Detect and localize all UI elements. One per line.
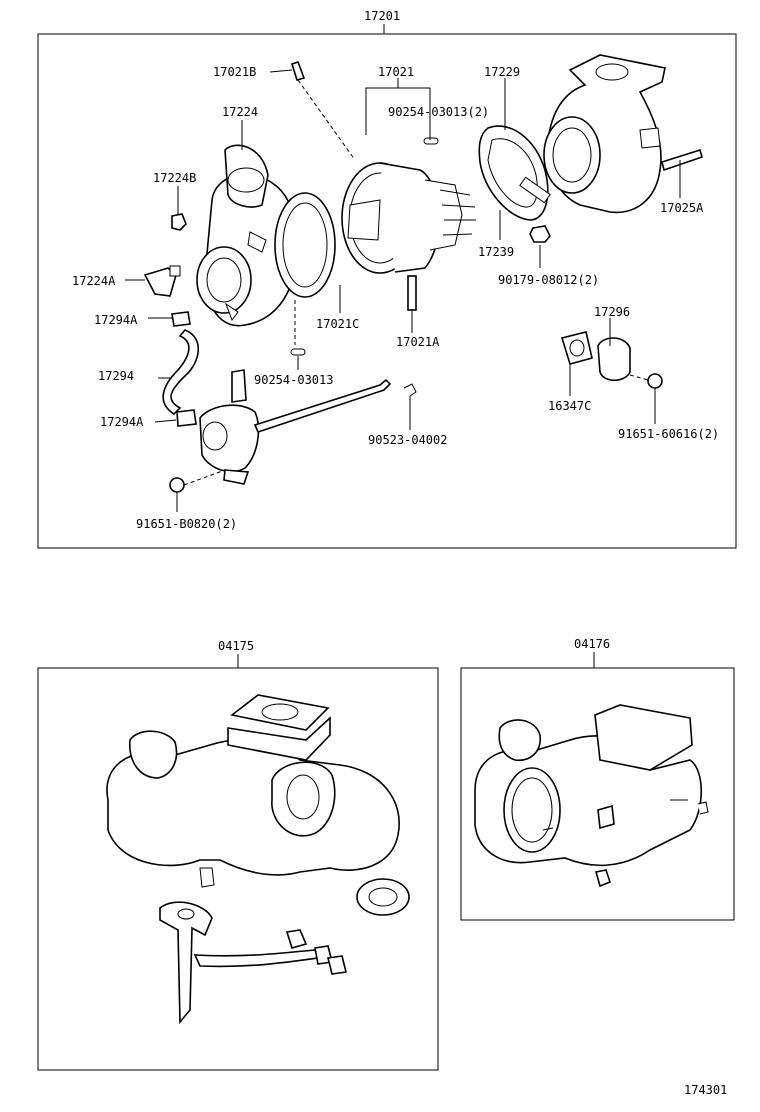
- subassembly-04175-frame: [37, 667, 439, 1071]
- stud-17021b: [291, 60, 306, 81]
- plug-17224b: [171, 213, 187, 231]
- callout-17021a: 17021A: [396, 335, 440, 349]
- callout-17224b: 17224B: [153, 171, 196, 185]
- callout-17021: 17021: [378, 65, 414, 79]
- callout-17239: 17239: [478, 245, 514, 259]
- callout-91651-60616: 91651-60616(2): [618, 427, 719, 441]
- backplate-gasket: [274, 192, 336, 298]
- callout-17294a-bottom: 17294A: [100, 415, 144, 429]
- nut-91651-60616: [647, 373, 663, 389]
- turbine-housing: [543, 54, 666, 214]
- callout-17229: 17229: [484, 65, 520, 79]
- callout-17296: 17296: [594, 305, 630, 319]
- gasket-16347c: [560, 331, 593, 365]
- subassembly-04176-drawing: [474, 704, 709, 888]
- pin-90254-lower: [290, 348, 306, 356]
- clip-90523: [403, 383, 417, 397]
- callout-90254-03013-2: 90254-03013(2): [388, 105, 489, 119]
- callout-17294a-top: 17294A: [94, 313, 138, 327]
- nut-91651-b0820: [169, 477, 185, 493]
- callout-17025a: 17025A: [660, 201, 704, 215]
- callout-90179-08012: 90179-08012(2): [498, 273, 599, 287]
- subassembly-04175-drawing: [106, 694, 410, 1025]
- callout-17021b: 17021B: [213, 65, 256, 79]
- pin-90254-upper: [423, 137, 439, 145]
- cover-plate-17296: [597, 337, 631, 382]
- callout-04175: 04175: [218, 639, 254, 653]
- stud-17025a: [661, 148, 703, 172]
- callout-17294: 17294: [98, 369, 134, 383]
- nut-90179: [529, 225, 551, 243]
- callout-17021c: 17021C: [316, 317, 359, 331]
- stud-17021a: [407, 275, 417, 311]
- callout-90254-03013: 90254-03013: [254, 373, 333, 387]
- v-band-clamp: [478, 125, 551, 221]
- hose-17294: [162, 311, 200, 427]
- callout-90523-04002: 90523-04002: [368, 433, 447, 447]
- compressor-housing: [196, 144, 298, 327]
- center-cartridge: [341, 162, 476, 274]
- callout-17224: 17224: [222, 105, 258, 119]
- callout-17201: 17201: [364, 9, 400, 23]
- assembly-frame: [37, 33, 737, 549]
- figure-number: 174301: [684, 1083, 727, 1097]
- callout-16347c: 16347C: [548, 399, 591, 413]
- subassembly-04176-frame: [460, 667, 735, 921]
- callout-91651-b0820: 91651-B0820(2): [136, 517, 237, 531]
- union-17224a: [143, 265, 181, 297]
- callout-04176: 04176: [574, 637, 610, 651]
- wastegate-actuator: [199, 369, 392, 485]
- callout-17224a: 17224A: [72, 274, 116, 288]
